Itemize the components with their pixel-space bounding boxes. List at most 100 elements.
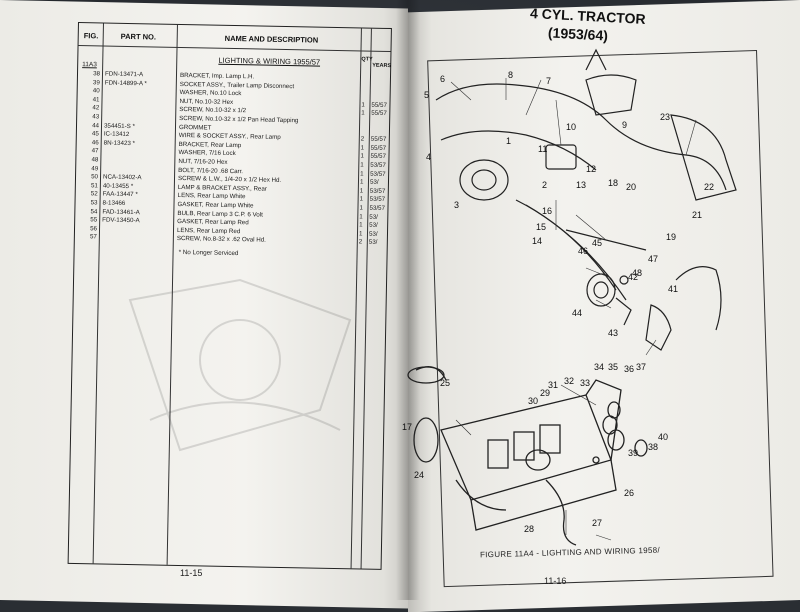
row-years: 55/57 bbox=[371, 110, 387, 118]
header-fig: FIG. bbox=[83, 31, 99, 41]
callout-26: 26 bbox=[624, 488, 634, 498]
row-years: 53/ bbox=[369, 178, 379, 186]
callout-46: 46 bbox=[578, 246, 588, 256]
callout-41: 41 bbox=[668, 284, 678, 294]
callout-17: 17 bbox=[402, 422, 412, 432]
callout-31: 31 bbox=[548, 380, 558, 390]
callout-14: 14 bbox=[532, 236, 542, 246]
row-qty: 1 bbox=[359, 204, 364, 212]
row-fig: 55 bbox=[90, 216, 98, 224]
row-description: SCREW, No.10-32 x 1/2 Pan Head Tapping bbox=[179, 114, 299, 125]
callout-23: 23 bbox=[660, 112, 670, 122]
row-part-no: FDN-14899-A * bbox=[104, 79, 147, 87]
callout-40: 40 bbox=[658, 432, 668, 442]
row-years: 53/ bbox=[368, 230, 378, 238]
row-description: BOLT, 7/16-20 .68 Carr. bbox=[178, 166, 244, 175]
row-qty: 2 bbox=[360, 135, 365, 143]
callout-8: 8 bbox=[508, 70, 513, 80]
row-fig: 41 bbox=[92, 96, 100, 104]
row-fig: 52 bbox=[90, 190, 98, 198]
callout-45: 45 bbox=[592, 238, 602, 248]
row-fig: 39 bbox=[92, 78, 100, 87]
row-part-no: 8N-13423 * bbox=[103, 139, 136, 147]
row-description: LAMP & BRACKET ASSY., Rear bbox=[177, 183, 267, 193]
row-description: SCREW, No.10-32 x 1/2 bbox=[179, 106, 247, 115]
callout-15: 15 bbox=[536, 222, 546, 232]
row-years: 55/57 bbox=[370, 144, 387, 152]
callout-29: 29 bbox=[540, 388, 550, 398]
callout-37: 37 bbox=[636, 362, 646, 372]
callout-18: 18 bbox=[608, 178, 618, 188]
row-years: 55/57 bbox=[370, 135, 387, 144]
row-qty: 1 bbox=[360, 170, 364, 178]
row-qty: 1 bbox=[358, 230, 363, 238]
callout-35: 35 bbox=[608, 362, 618, 372]
row-fig: 44 bbox=[92, 121, 100, 130]
callout-5: 5 bbox=[424, 90, 429, 100]
callout-11: 11 bbox=[538, 144, 547, 154]
callout-43: 43 bbox=[608, 328, 618, 338]
row-part-no: 354451-S * bbox=[103, 122, 136, 130]
section-title: LIGHTING & WIRING 1955/57 bbox=[218, 55, 321, 67]
callout-13: 13 bbox=[576, 180, 586, 190]
row-fig: 46 bbox=[91, 139, 99, 147]
callout-1: 1 bbox=[506, 136, 511, 146]
callout-48: 48 bbox=[632, 268, 642, 278]
row-years: 53/ bbox=[369, 213, 378, 221]
row-years: 53/57 bbox=[369, 187, 386, 195]
row-part-no: FAD-13461-A bbox=[102, 208, 140, 216]
row-years: 53/57 bbox=[370, 170, 386, 178]
footnote: * No Longer Serviced bbox=[178, 248, 239, 258]
row-part-no: FDV-13450-A bbox=[102, 216, 140, 225]
row-qty: 1 bbox=[359, 195, 364, 203]
row-fig: 48 bbox=[91, 156, 99, 164]
row-years: 53/57 bbox=[369, 196, 386, 204]
callout-30: 30 bbox=[528, 396, 538, 406]
row-qty: 1 bbox=[360, 161, 364, 169]
leader-lines bbox=[450, 78, 697, 541]
page-number-right: 11-16 bbox=[544, 576, 567, 586]
row-description: WASHER, 7/16 Lock bbox=[178, 149, 236, 158]
row-fig: 38 bbox=[93, 70, 101, 78]
row-qty: 1 bbox=[361, 109, 365, 117]
row-fig: 49 bbox=[91, 164, 99, 173]
row-qty: 1 bbox=[359, 187, 364, 195]
page-number-left: 11-15 bbox=[180, 568, 203, 578]
row-fig: 42 bbox=[92, 104, 100, 112]
row-years: 55/57 bbox=[371, 101, 388, 109]
row-fig: 56 bbox=[90, 225, 98, 233]
callout-47: 47 bbox=[648, 254, 658, 264]
callout-16: 16 bbox=[542, 206, 552, 216]
row-fig: 47 bbox=[91, 147, 99, 155]
row-fig: 57 bbox=[89, 233, 97, 241]
header-years: YEARS bbox=[372, 62, 392, 70]
row-description: SOCKET ASSY., Trailer Lamp Disconnect bbox=[179, 80, 295, 90]
row-description: LENS, Rear Lamp Red bbox=[176, 226, 241, 235]
parts-table: FIG. PART NO. NAME AND DESCRIPTION QTY Y… bbox=[67, 22, 392, 570]
row-years: 53/57 bbox=[369, 204, 386, 212]
row-description: GASKET, Rear Lamp Red bbox=[177, 218, 249, 227]
row-description: BRACKET, Imp. Lamp L.H. bbox=[179, 71, 255, 81]
row-description: WASHER, No.10 Lock bbox=[179, 89, 242, 98]
row-fig: 43 bbox=[92, 113, 100, 121]
callout-27: 27 bbox=[592, 518, 602, 528]
callout-20: 20 bbox=[626, 182, 636, 192]
row-description: SCREW & L.W., 1/4-20 x 1/2 Hex Hd. bbox=[177, 175, 282, 185]
row-part-no: 8-13466 bbox=[102, 199, 126, 207]
callout-25: 25 bbox=[440, 378, 450, 388]
row-fig: 45 bbox=[91, 130, 99, 138]
row-qty: 1 bbox=[359, 178, 364, 186]
callout-34: 34 bbox=[594, 362, 604, 372]
callout-4: 4 bbox=[426, 152, 431, 162]
callout-10: 10 bbox=[566, 122, 576, 132]
row-fig: 50 bbox=[91, 173, 99, 181]
callout-38: 38 bbox=[648, 442, 658, 452]
row-years: 53/57 bbox=[370, 161, 386, 169]
callout-28: 28 bbox=[524, 524, 534, 534]
bleed-through-drawing bbox=[128, 278, 352, 452]
row-description: NUT, No.10-32 Hex bbox=[179, 97, 234, 106]
callout-33: 33 bbox=[580, 378, 590, 388]
row-qty: 1 bbox=[359, 221, 363, 229]
